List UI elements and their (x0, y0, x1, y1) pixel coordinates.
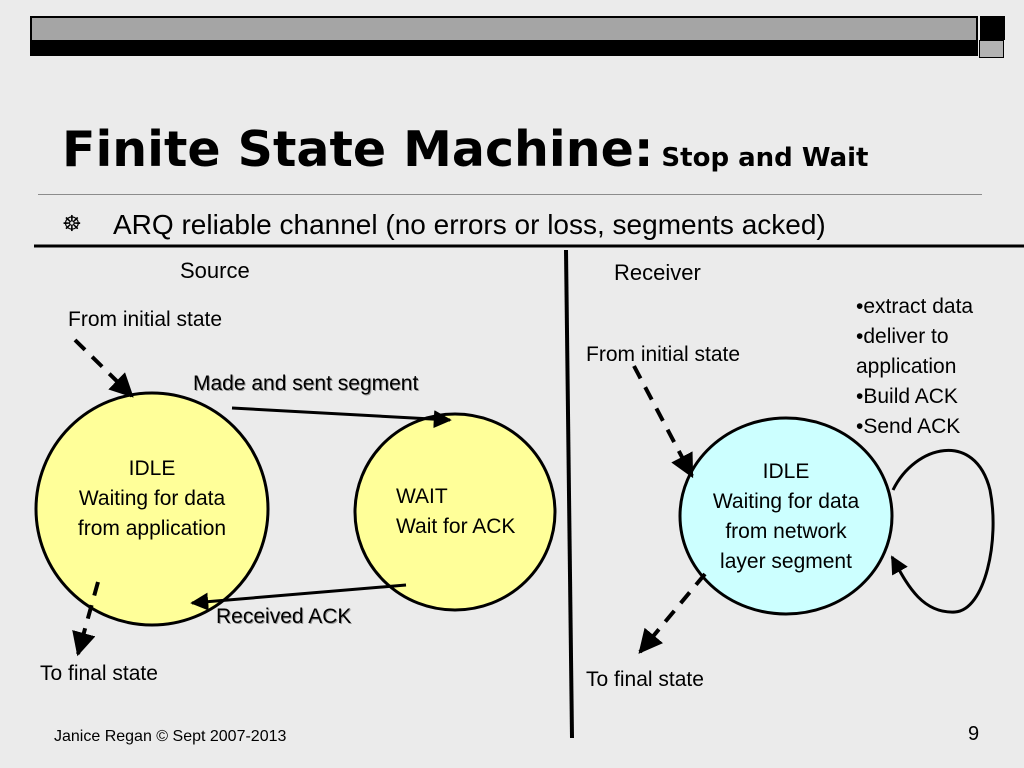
receiver-idle-desc-3: layer segment (720, 550, 852, 573)
vertical-divider (564, 249, 574, 739)
source-final-arrow (72, 581, 100, 657)
header-square-dark (980, 16, 1005, 40)
receiver-initial-arrow (632, 365, 694, 479)
receiver-action-item: •Build ACK (856, 385, 958, 408)
receiver-idle-state (678, 416, 894, 616)
sent-segment-label: Made and sent segment (193, 372, 419, 395)
receiver-action-item: application (856, 355, 957, 378)
header-bar-fill (32, 18, 976, 40)
source-from-initial-label: From initial state (68, 308, 223, 331)
receiver-idle-text: IDLE Waiting for data from network layer… (682, 457, 890, 577)
wheel-bullet-icon: ☸ (62, 212, 82, 237)
source-wait-state (353, 412, 557, 612)
source-to-final-label: To final state (40, 662, 158, 685)
page-number: 9 (968, 723, 980, 745)
receiver-idle-desc-1: Waiting for data (712, 490, 860, 513)
header-square-light (979, 40, 1004, 58)
receiver-to-final-label: To final state (586, 668, 704, 691)
source-idle-name: IDLE (128, 457, 176, 480)
received-ack-arrow (190, 583, 407, 611)
receiver-actions-list: •extract data •deliver to application •B… (856, 292, 973, 442)
slide-subtitle: Stop and Wait (661, 143, 869, 173)
source-idle-desc-1: Waiting for data (78, 487, 226, 510)
receiver-action-item: •extract data (856, 295, 974, 318)
received-ack-label: Received ACK (216, 605, 352, 628)
source-idle-state (34, 391, 270, 627)
receiver-self-loop-arrow (890, 449, 995, 614)
receiver-heading: Receiver (614, 260, 701, 285)
source-wait-text: WAIT Wait for ACK (396, 482, 515, 542)
receiver-idle-desc-2: from network (725, 520, 847, 543)
source-idle-text: IDLE Waiting for data from application (36, 454, 268, 544)
footer-credit: Janice Regan © Sept 2007-2013 (54, 728, 287, 745)
source-wait-desc: Wait for ACK (396, 515, 516, 538)
receiver-from-initial-label: From initial state (586, 343, 741, 366)
bullet-text: ARQ reliable channel (no errors or loss,… (113, 209, 826, 240)
title-divider (38, 194, 982, 195)
slide-title-text: Finite State Machine: (62, 121, 654, 178)
source-idle-desc-2: from application (77, 517, 227, 540)
receiver-action-item: •Send ACK (856, 415, 961, 438)
sent-segment-arrow (231, 406, 452, 429)
receiver-final-arrow (638, 572, 707, 654)
source-heading: Source (180, 258, 250, 283)
slide-title: Finite State Machine:Stop and Wait (62, 110, 868, 198)
receiver-action-item: •deliver to (856, 325, 949, 348)
source-wait-name: WAIT (396, 485, 448, 508)
receiver-idle-name: IDLE (762, 460, 810, 483)
source-initial-arrow (73, 338, 134, 398)
